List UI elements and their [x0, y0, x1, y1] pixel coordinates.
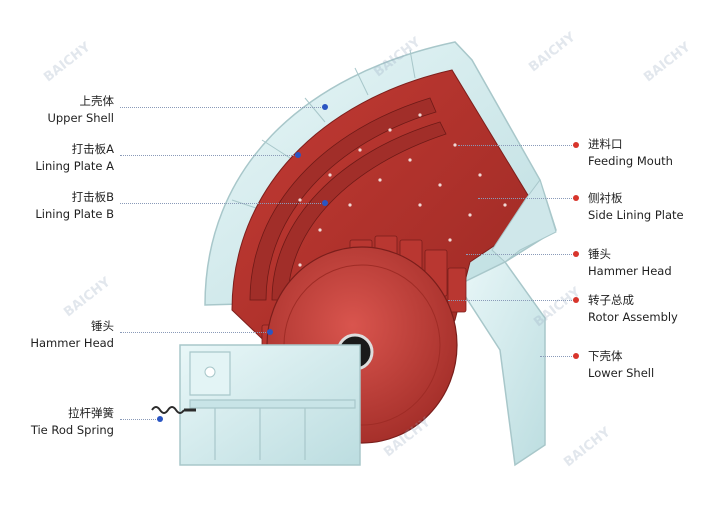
label-en: Feeding Mouth [588, 154, 673, 168]
label-zh: 锤头 [91, 319, 114, 333]
label-rotor-assembly: 转子总成 Rotor Assembly [588, 292, 678, 326]
marker-dot [322, 200, 328, 206]
label-hammer-head-right: 锤头 Hammer Head [588, 246, 672, 280]
marker-dot [573, 142, 579, 148]
label-zh: 拉杆弹簧 [68, 406, 114, 420]
label-en: Rotor Assembly [588, 310, 678, 324]
label-zh: 打击板B [71, 190, 114, 204]
label-feeding-mouth: 进料口 Feeding Mouth [588, 136, 673, 170]
leader-line [120, 107, 325, 108]
leader-line [448, 300, 576, 301]
marker-dot [573, 353, 579, 359]
label-en: Lining Plate A [35, 159, 114, 173]
marker-dot [267, 329, 273, 335]
label-zh: 侧衬板 [588, 191, 623, 205]
leader-line [466, 254, 576, 255]
marker-dot [322, 104, 328, 110]
leader-line [120, 203, 325, 204]
label-upper-shell: 上壳体 Upper Shell [47, 93, 114, 127]
label-en: Lower Shell [588, 366, 655, 380]
label-en: Hammer Head [588, 264, 672, 278]
label-en: Lining Plate B [35, 207, 114, 221]
label-en: Hammer Head [30, 336, 114, 350]
lower-shell-right [456, 261, 546, 467]
label-zh: 锤头 [588, 247, 611, 261]
label-zh: 进料口 [588, 137, 623, 151]
label-en: Upper Shell [47, 111, 114, 125]
label-tie-rod-spring: 拉杆弹簧 Tie Rod Spring [31, 405, 114, 439]
leader-line [540, 356, 576, 357]
label-zh: 转子总成 [588, 293, 634, 307]
leader-line [120, 332, 270, 333]
label-lower-shell: 下壳体 Lower Shell [588, 348, 654, 382]
label-en: Side Lining Plate [588, 208, 684, 222]
label-en: Tie Rod Spring [30, 423, 114, 437]
label-zh: 下壳体 [588, 349, 623, 363]
label-lining-plate-a: 打击板A Lining Plate A [35, 141, 114, 175]
label-zh: 上壳体 [79, 94, 115, 108]
leader-line [458, 145, 576, 146]
label-lining-plate-b: 打击板B Lining Plate B [35, 189, 114, 223]
marker-dot [573, 251, 579, 257]
marker-dot [157, 416, 163, 422]
lining-plate-steps [249, 97, 447, 301]
tie-rod-spring [151, 406, 196, 414]
base-bolt [204, 366, 216, 378]
leader-line [120, 155, 298, 156]
marker-dot [295, 152, 301, 158]
leader-line [478, 198, 576, 199]
label-side-lining-plate: 侧衬板 Side Lining Plate [588, 190, 684, 224]
label-zh: 打击板A [71, 142, 114, 156]
leader-line [120, 419, 160, 420]
marker-dot [573, 297, 579, 303]
marker-dot [573, 195, 579, 201]
label-hammer-head-left: 锤头 Hammer Head [30, 318, 114, 352]
